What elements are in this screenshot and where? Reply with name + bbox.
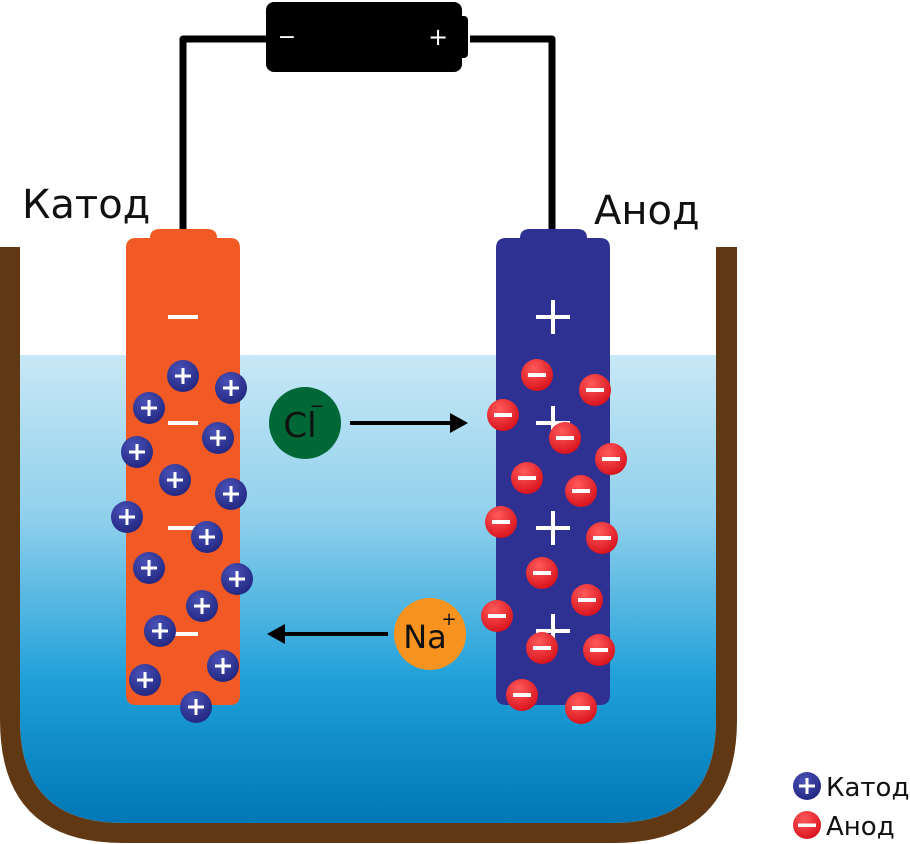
cathode-minus-mark <box>168 315 198 319</box>
legend-label-anode: Анод <box>826 812 895 842</box>
negative-particle <box>565 692 597 724</box>
chloride-symbol: Cl <box>283 406 316 446</box>
positive-particle <box>144 615 176 647</box>
arrow-to-anode <box>350 413 468 433</box>
anode-label: Анод <box>594 188 700 234</box>
cathode-charge-marks <box>168 315 198 636</box>
chloride-ion: Cl − <box>269 387 341 459</box>
electrolyte-solution <box>20 355 716 823</box>
positive-particle <box>180 691 212 723</box>
negative-particle <box>549 422 581 454</box>
negative-particle <box>583 634 615 666</box>
negative-particles <box>481 359 627 724</box>
positive-particle <box>221 563 253 595</box>
positive-particle <box>133 552 165 584</box>
chloride-charge: − <box>309 396 324 417</box>
cathode-minus-mark <box>168 526 198 530</box>
positive-particle <box>191 521 223 553</box>
battery: − + <box>266 2 468 72</box>
negative-particle <box>571 584 603 616</box>
negative-particle <box>565 475 597 507</box>
negative-particle <box>526 632 558 664</box>
negative-particle <box>595 443 627 475</box>
positive-particle <box>111 501 143 533</box>
sodium-charge: + <box>441 609 456 630</box>
negative-particle <box>485 506 517 538</box>
legend: Катод Анод <box>793 772 909 842</box>
anode-charge-marks <box>536 300 570 648</box>
positive-particles <box>111 360 253 723</box>
legend-item-cathode: Катод <box>793 772 909 803</box>
positive-particle <box>215 372 247 404</box>
negative-particle <box>579 374 611 406</box>
negative-particle <box>526 557 558 589</box>
positive-particle <box>215 478 247 510</box>
anode-plus-mark <box>536 406 570 440</box>
negative-particle <box>586 522 618 554</box>
cathode-minus-mark <box>168 421 198 425</box>
legend-item-anode: Анод <box>793 811 895 842</box>
positive-particle <box>121 436 153 468</box>
battery-negative-sign: − <box>278 25 296 50</box>
negative-particle <box>521 359 553 391</box>
sodium-ion: Na + <box>394 598 466 670</box>
battery-positive-sign: + <box>428 23 448 51</box>
wire <box>179 35 556 232</box>
anode-plus-mark <box>536 614 570 648</box>
positive-particle <box>202 422 234 454</box>
legend-label-cathode: Катод <box>826 773 909 803</box>
sodium-symbol: Na <box>403 618 447 656</box>
positive-particle <box>167 360 199 392</box>
positive-particle <box>207 650 239 682</box>
anode-plus-mark <box>536 300 570 334</box>
positive-particle <box>133 392 165 424</box>
arrow-to-cathode <box>267 624 388 644</box>
negative-particle <box>481 600 513 632</box>
negative-particle <box>487 399 519 431</box>
positive-particle <box>159 464 191 496</box>
cathode-minus-mark <box>168 632 198 636</box>
negative-particle <box>511 462 543 494</box>
cathode-label: Катод <box>22 182 150 228</box>
anode-plus-mark <box>536 511 570 545</box>
positive-particle <box>186 590 218 622</box>
negative-particle <box>506 679 538 711</box>
positive-particle <box>129 664 161 696</box>
